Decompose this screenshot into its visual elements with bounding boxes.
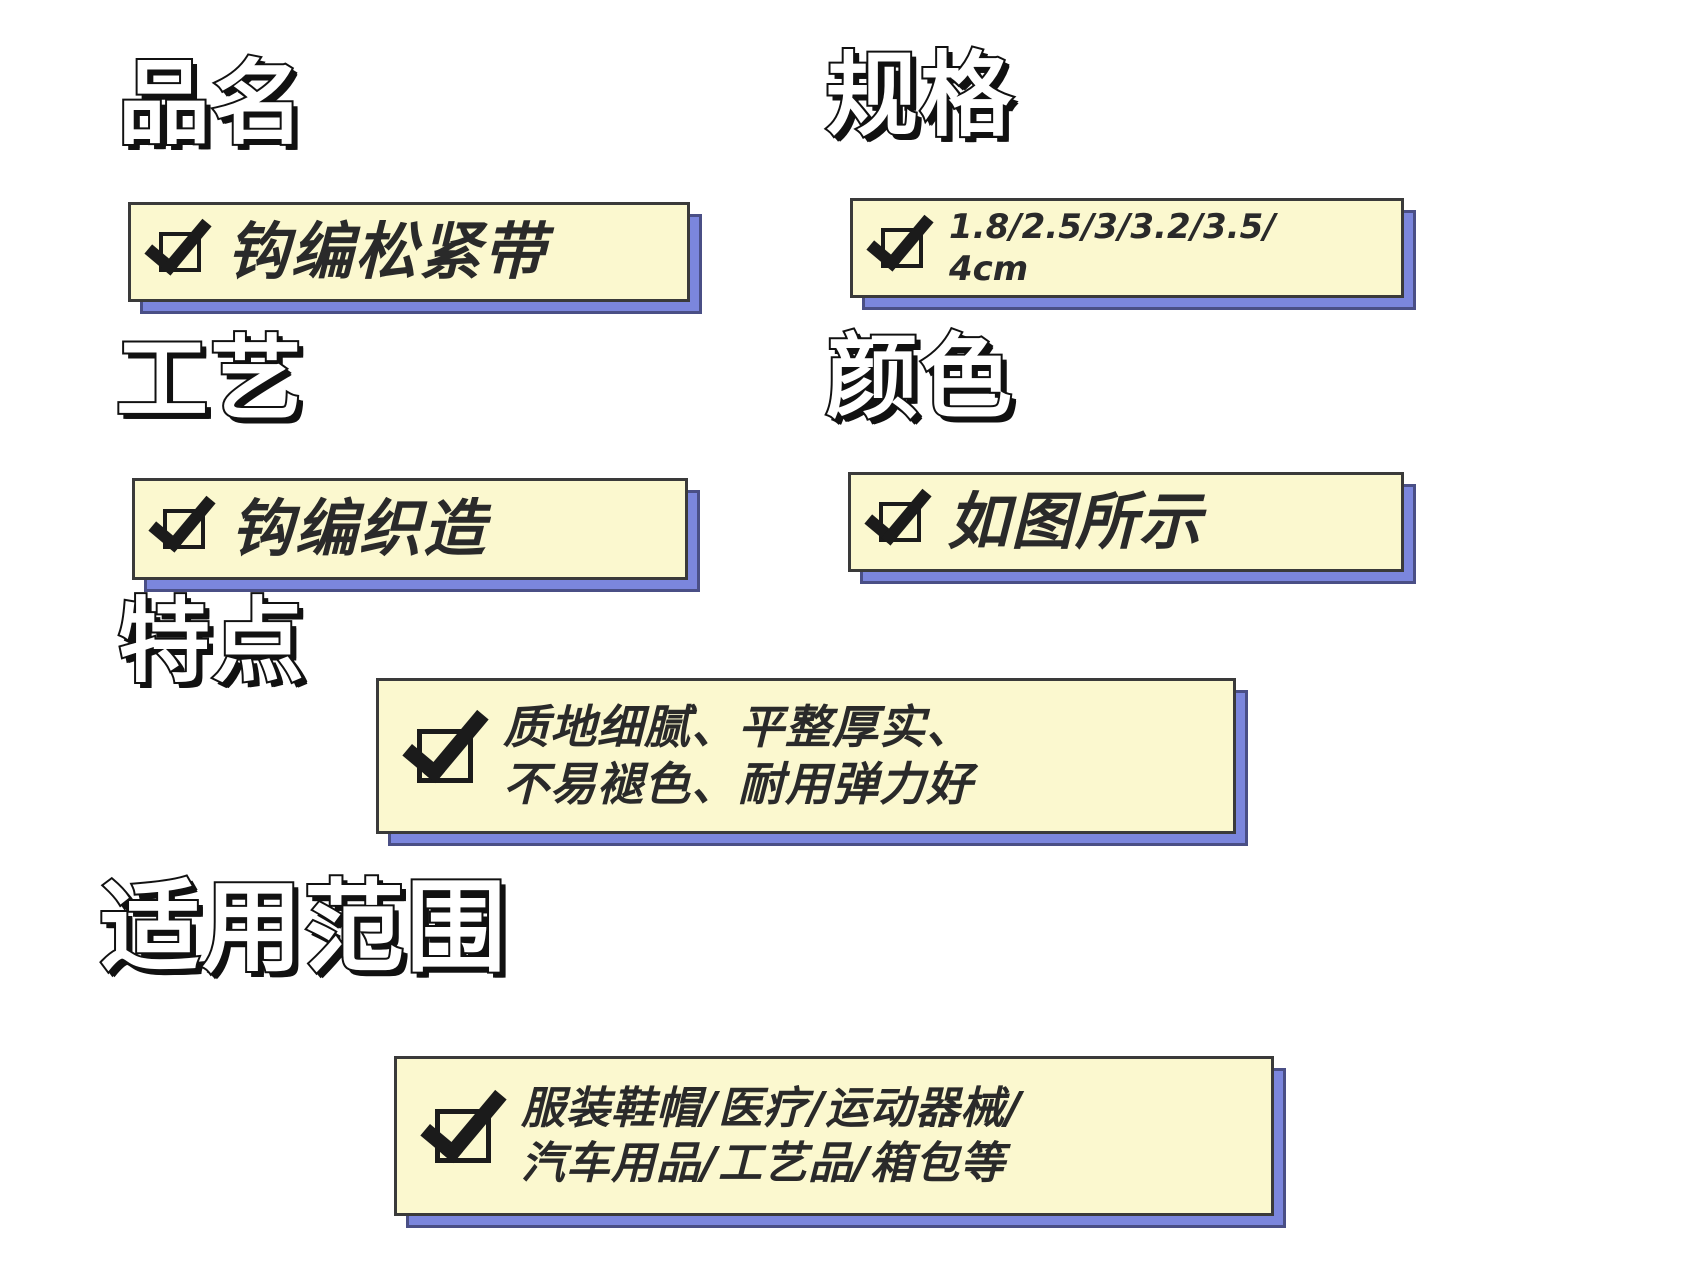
craft-value: 钩编织造 <box>231 492 488 566</box>
card-face: 质地细腻、平整厚实、 不易褪色、耐用弹力好 <box>376 678 1236 834</box>
features-value: 质地细腻、平整厚实、 不易褪色、耐用弹力好 <box>503 699 973 814</box>
card-face: 如图所示 <box>848 472 1404 572</box>
checkbox-checked-icon <box>148 481 216 553</box>
checkbox-checked-icon <box>866 200 934 272</box>
card-color: 如图所示 <box>848 472 1416 584</box>
usage-line-1: 服装鞋帽/医疗/运动器械/ <box>521 1083 1023 1134</box>
card-face: 钩编织造 <box>132 478 688 580</box>
card-features: 质地细腻、平整厚实、 不易褪色、耐用弹力好 <box>376 678 1248 846</box>
heading-product-name: 品名 <box>116 50 307 157</box>
card-craft: 钩编织造 <box>132 478 700 592</box>
checkbox-checked-icon <box>402 691 489 784</box>
usage-value: 服装鞋帽/医疗/运动器械/ 汽车用品/工艺品/箱包等 <box>521 1081 1022 1191</box>
card-product-name: 钩编松紧带 <box>128 202 702 314</box>
heading-usage: 适用范围 <box>98 869 508 986</box>
usage-line-2: 汽车用品/工艺品/箱包等 <box>521 1138 1006 1189</box>
card-face: 服装鞋帽/医疗/运动器械/ 汽车用品/工艺品/箱包等 <box>394 1056 1274 1216</box>
spec-line-1: 1.8/2.5/3/3.2/3.5/ <box>949 206 1276 247</box>
product-name-value: 钩编松紧带 <box>227 215 548 289</box>
spec-value: 1.8/2.5/3/3.2/3.5/ 4cm <box>949 206 1276 291</box>
heading-craft: 工艺 <box>114 326 305 433</box>
card-spec: 1.8/2.5/3/3.2/3.5/ 4cm <box>850 198 1416 310</box>
checkbox-checked-icon <box>420 1071 507 1164</box>
heading-spec: 规格 <box>824 42 1015 149</box>
checkbox-checked-icon <box>144 204 212 276</box>
spec-line-2: 4cm <box>949 249 1029 289</box>
features-line-2: 不易褪色、耐用弹力好 <box>503 757 973 811</box>
color-value: 如图所示 <box>947 485 1204 559</box>
features-line-1: 质地细腻、平整厚实、 <box>503 699 973 754</box>
card-face: 1.8/2.5/3/3.2/3.5/ 4cm <box>850 198 1404 298</box>
heading-features: 特点 <box>116 588 307 695</box>
card-face: 钩编松紧带 <box>128 202 690 302</box>
checkbox-checked-icon <box>864 474 932 546</box>
card-usage: 服装鞋帽/医疗/运动器械/ 汽车用品/工艺品/箱包等 <box>394 1056 1286 1228</box>
heading-color: 颜色 <box>824 324 1015 431</box>
